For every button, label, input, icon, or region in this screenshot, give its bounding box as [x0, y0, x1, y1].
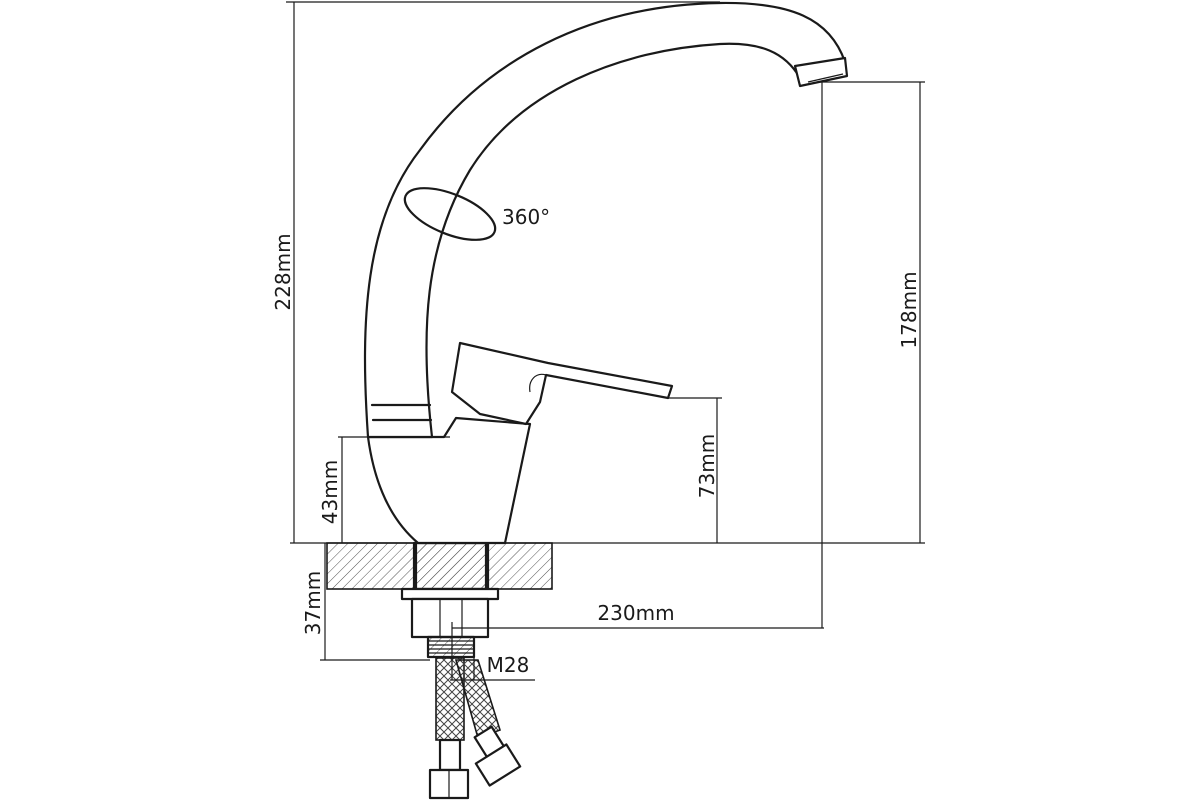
- lever-handle: [450, 341, 674, 426]
- swivel-spout: [363, 1, 849, 439]
- flex-hose-right: [454, 659, 522, 787]
- threaded-stud: [426, 635, 476, 659]
- dim-spout-reach: [451, 622, 824, 680]
- dim-spout-height: [820, 81, 925, 543]
- dim-lever-height: [668, 397, 722, 543]
- dim-body-height: [338, 436, 450, 543]
- label-thread-length: 37mm: [301, 571, 325, 635]
- label-total-height: 228mm: [271, 233, 295, 310]
- label-spout-height: 178mm: [897, 271, 921, 348]
- label-lever-height: 73mm: [695, 434, 719, 498]
- label-body-height: 43mm: [318, 460, 342, 524]
- label-thread-size: M28: [487, 653, 530, 677]
- flex-hose-left: [428, 657, 470, 800]
- faucet-body: [366, 416, 532, 545]
- dim-thread-length: [320, 543, 430, 661]
- dim-total-height: [286, 1, 720, 543]
- countertop-section: [326, 541, 553, 591]
- swivel-ellipse: [403, 187, 497, 241]
- label-spout-reach: 230mm: [597, 601, 674, 625]
- label-swivel-angle: 360°: [502, 205, 550, 229]
- dim-thread-size: [450, 657, 535, 681]
- mounting-nut: [400, 587, 500, 639]
